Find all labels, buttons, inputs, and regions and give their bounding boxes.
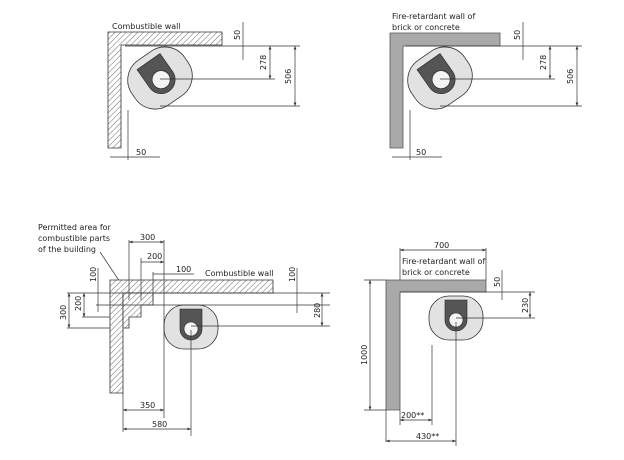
- fire-retardant-wall: [389, 32, 501, 149]
- dim-50: 50: [493, 277, 502, 287]
- area-label-line1: Permitted area for: [38, 223, 112, 232]
- dim-200: 200**: [401, 411, 424, 420]
- dim-350: 350: [140, 401, 155, 410]
- dim-300-h: 300: [140, 233, 155, 242]
- combustible-wall: [107, 31, 223, 149]
- dim-total: 506: [284, 69, 293, 84]
- dim-center: 278: [259, 55, 268, 70]
- area-label-line2: combustible parts: [38, 234, 110, 243]
- wall-label-line2: brick or concrete: [392, 23, 460, 32]
- dim-top: 50: [233, 30, 242, 40]
- wall-label: Combustible wall: [205, 269, 274, 278]
- panel-combustible-corner: Combustible wall 50 278 506 50: [107, 22, 300, 160]
- dim-100-h: 100: [176, 265, 191, 274]
- dim-100-v-right: 100: [288, 267, 297, 282]
- wall-label-line2: brick or concrete: [402, 268, 470, 277]
- wall-label-line1: Fire-retardant wall of: [402, 257, 485, 266]
- dim-side: 50: [416, 148, 426, 157]
- dim-700: 700: [434, 241, 449, 250]
- dim-230: 230: [521, 298, 530, 313]
- dim-580: 580: [152, 420, 167, 429]
- panel-permitted-area: Permitted area for combustible parts of …: [38, 223, 330, 436]
- dim-200-v: 200: [74, 296, 83, 311]
- dim-top: 50: [513, 30, 522, 40]
- dim-100-v: 100: [89, 267, 98, 282]
- wall-label: Combustible wall: [112, 22, 181, 31]
- panel-fire-retardant-corner: Fire-retardant wall of brick or concrete…: [389, 12, 582, 160]
- dim-1000: 1000: [360, 345, 369, 365]
- panel-fire-retardant-wall-1000: 700 Fire-retardant wall of brick or conc…: [360, 241, 535, 446]
- dim-200-h: 200: [147, 252, 162, 261]
- wall-label-line1: Fire-retardant wall of: [392, 12, 475, 21]
- permitted-area: [122, 292, 154, 329]
- dim-center: 278: [539, 55, 548, 70]
- dim-430: 430**: [416, 432, 439, 441]
- dim-280: 280: [313, 303, 322, 318]
- area-label-line3: of the building: [38, 245, 96, 254]
- dim-total: 506: [566, 69, 575, 84]
- dim-300-v: 300: [59, 305, 68, 320]
- dim-side: 50: [136, 148, 146, 157]
